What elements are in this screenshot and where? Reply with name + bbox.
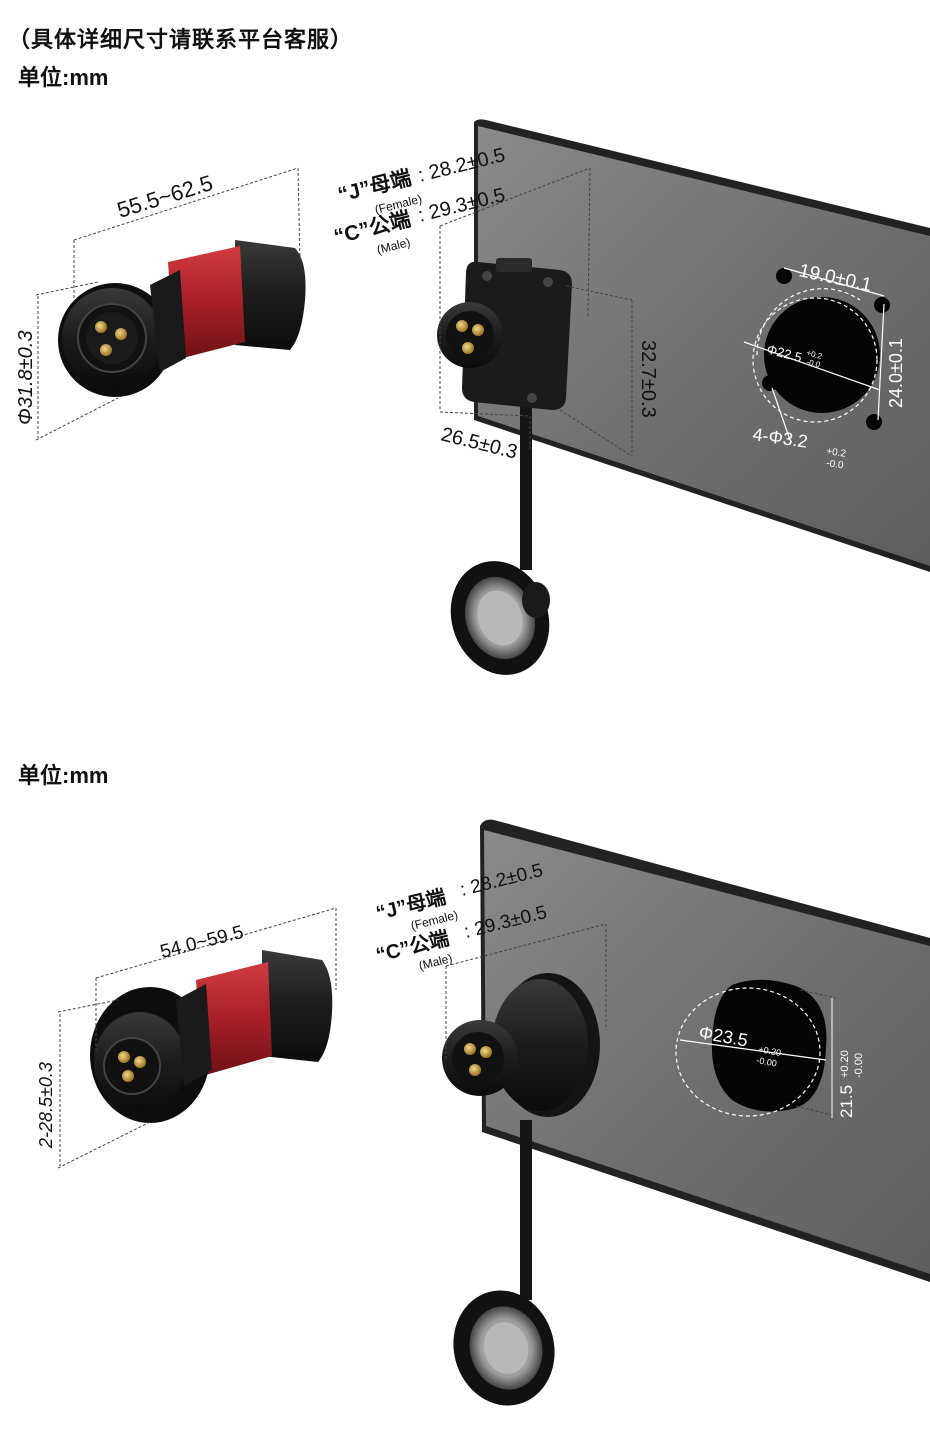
top-plug-length-label: 55.5~62.5 — [114, 170, 215, 223]
bottom-mounting-panel — [480, 819, 930, 1282]
bottom-section: 54.0~59.5 2-28.5±0.3 “J”母端 (Female) : 28… — [36, 819, 930, 1406]
bottom-flat-tol-minus: -0.00 — [853, 1053, 865, 1078]
top-cutout-tol-plus: +0.2 — [805, 348, 823, 361]
unit-label-bottom: 单位:mm — [18, 763, 109, 788]
bottom-dust-cap — [453, 1290, 555, 1406]
bottom-flat-width: 21.5 — [837, 1085, 856, 1118]
bottom-plug-connector — [90, 950, 333, 1123]
mount-hole-1 — [776, 268, 792, 284]
top-panel-cutout — [743, 267, 890, 441]
top-panel-socket — [437, 258, 572, 570]
bottom-plug-diameter-label: 2-28.5±0.3 — [36, 1062, 56, 1149]
unit-label-top: 单位:mm — [18, 65, 109, 90]
top-mounting-panel — [474, 119, 930, 572]
top-mount-tol-plus: +0.2 — [826, 446, 848, 460]
bottom-flat-tol-plus: +0.20 — [839, 1050, 851, 1078]
mount-hole-4 — [866, 414, 882, 430]
mount-hole-2 — [874, 297, 890, 313]
bottom-cutout-tol-minus: -0.00 — [756, 1055, 778, 1068]
top-dust-cap — [450, 561, 550, 675]
bottom-plug-length-label: 54.0~59.5 — [158, 922, 246, 963]
bottom-panel-cutout — [675, 979, 837, 1118]
top-mount-tol-minus: -0.0 — [826, 458, 845, 471]
dimension-note: （具体详细尺寸请联系平台客服） — [8, 27, 354, 52]
top-hole-spacing-v: 24.0±0.1 — [886, 338, 906, 408]
top-male-en: (Male) — [375, 235, 411, 257]
top-plug-diameter-label: Φ31.8±0.3 — [15, 331, 37, 425]
top-section: 55.5~62.5 Φ31.8±0.3 “J”母端 (Female) : 28.… — [15, 119, 930, 675]
mount-hole-3 — [762, 375, 778, 391]
top-cutout-tol-minus: -0.0 — [805, 357, 821, 369]
bottom-cutout-tol-plus: +0.20 — [758, 1044, 782, 1058]
top-socket-height-label: 32.7±0.3 — [637, 340, 659, 418]
top-plug-connector — [58, 240, 306, 397]
bottom-panel-socket — [442, 973, 600, 1300]
